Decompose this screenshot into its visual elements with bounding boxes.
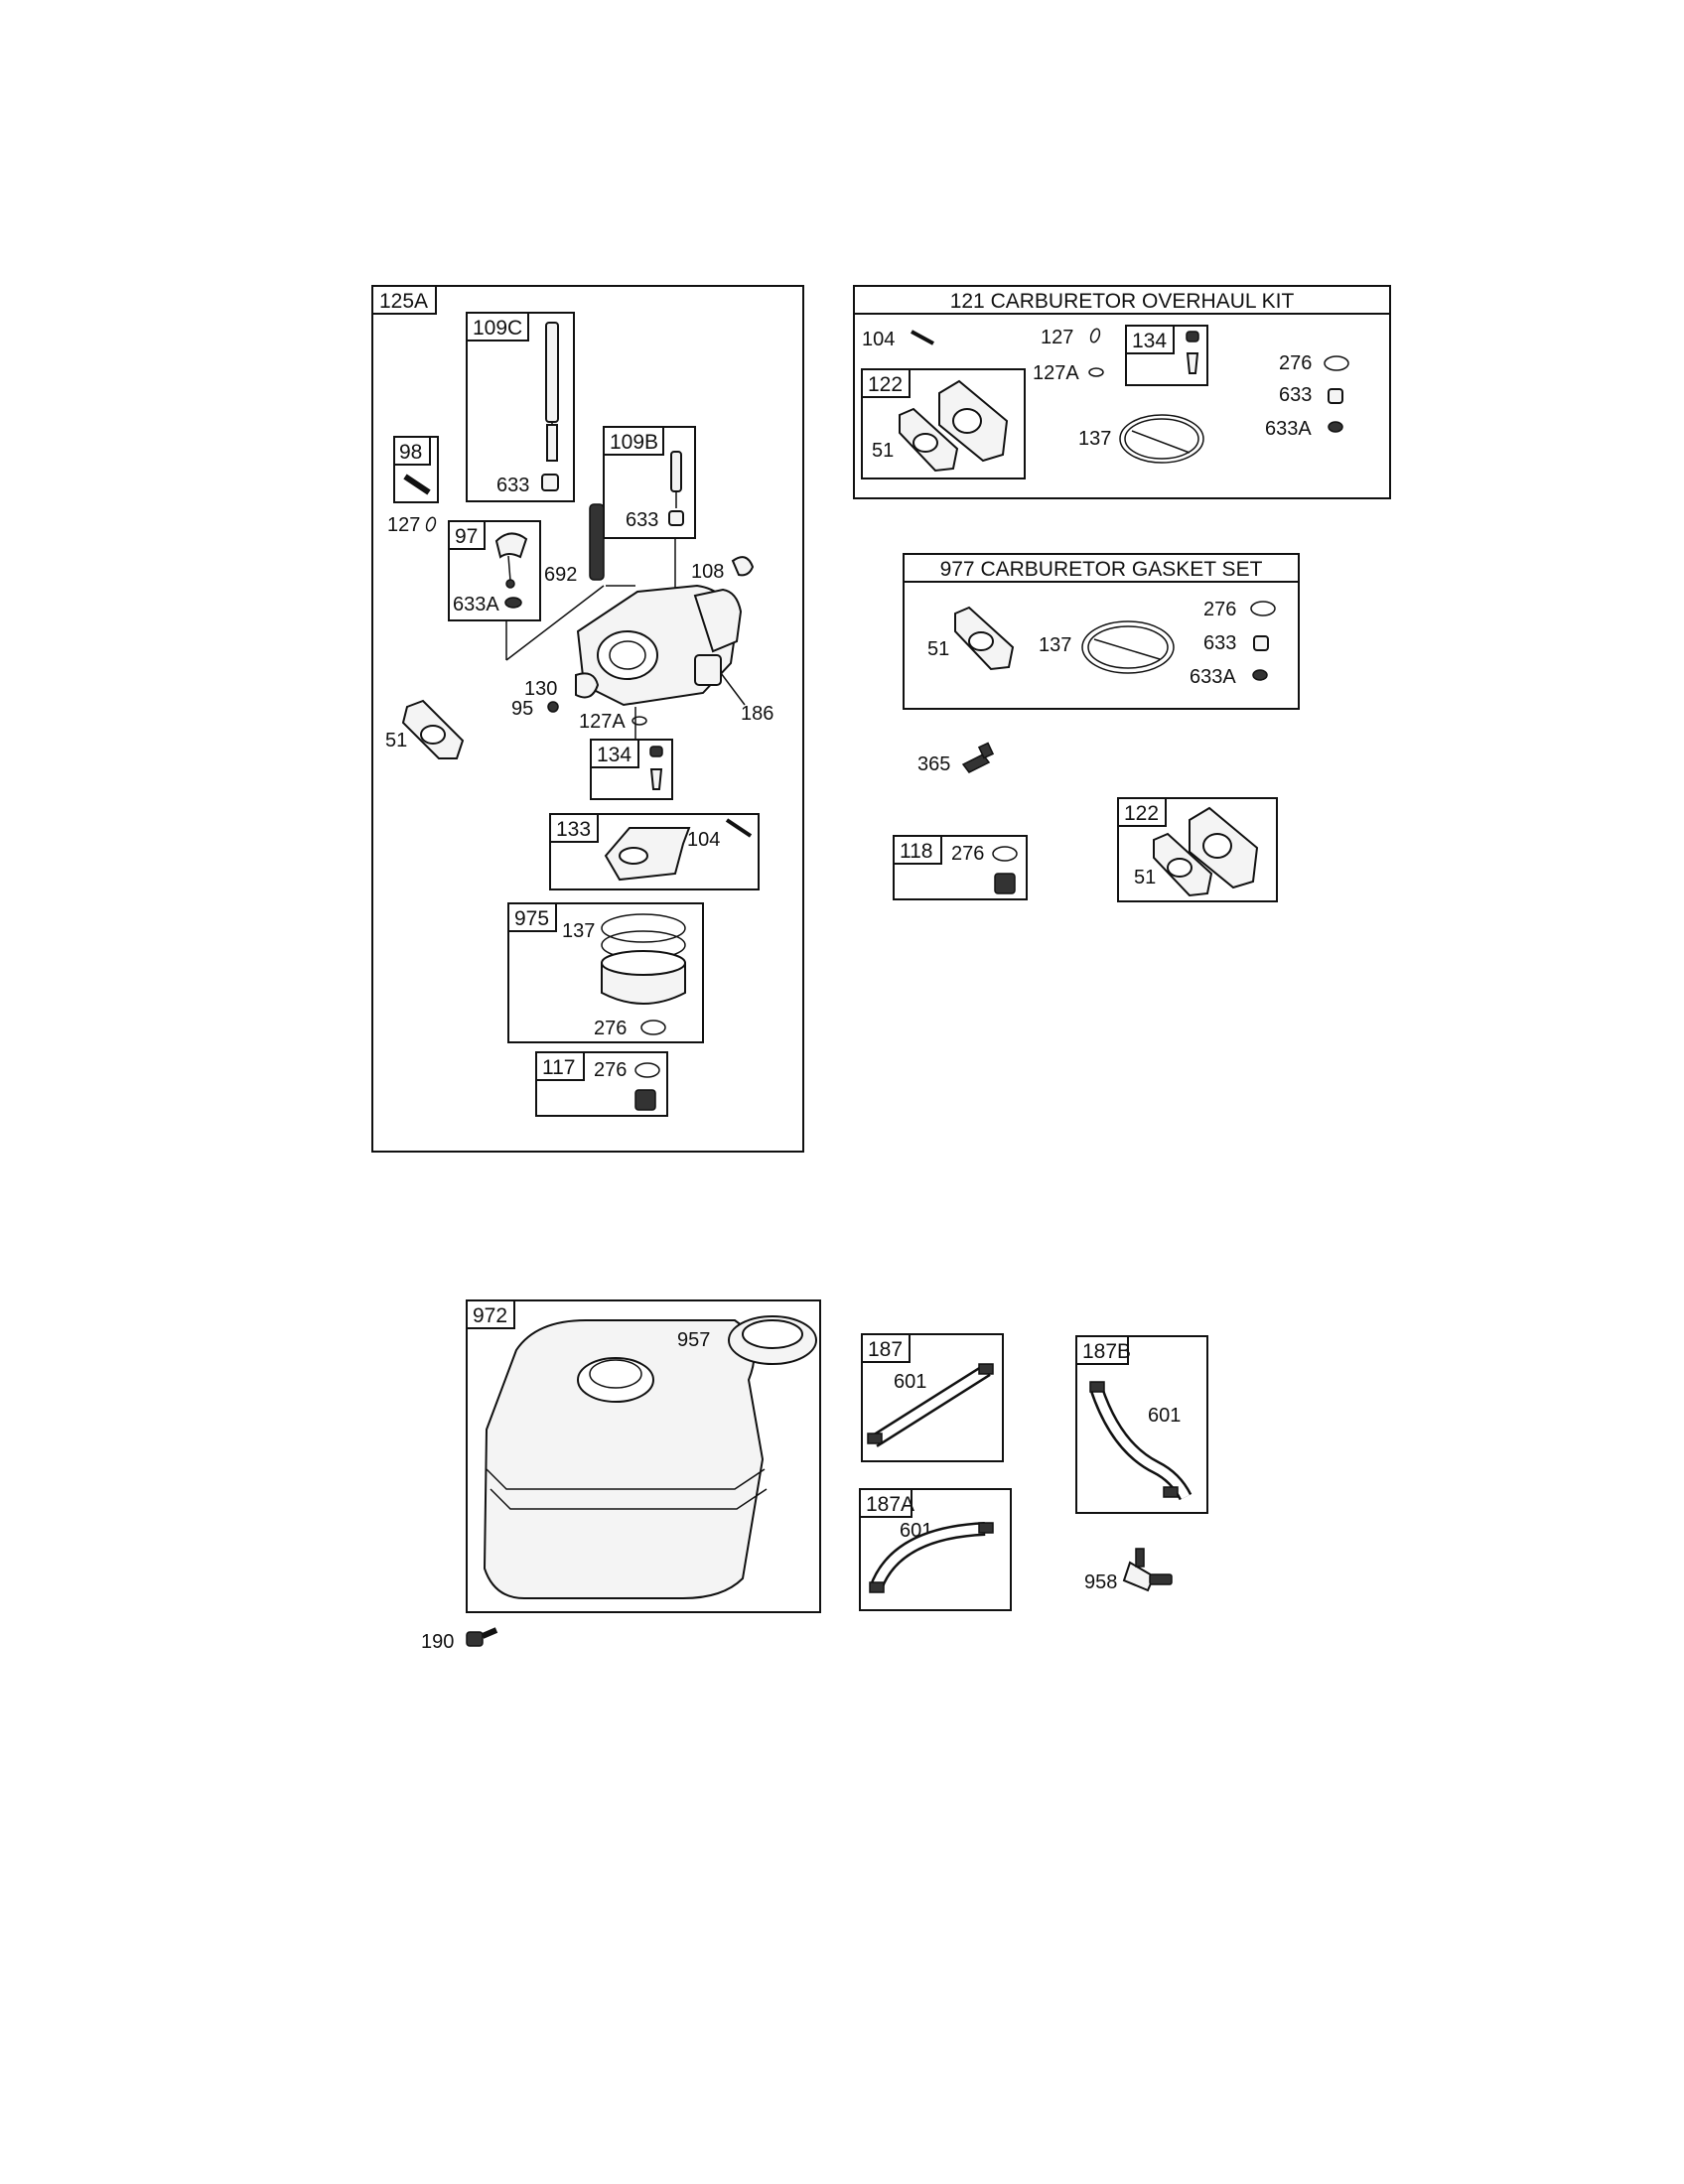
needle-kit-134-125a: 134	[590, 739, 673, 800]
spacer-kit-122: 122 51	[1117, 797, 1278, 902]
gasket-set-ring-label: 137	[1039, 634, 1071, 656]
overhaul-seal-a-label: 633A	[1265, 418, 1312, 440]
clip-108-label: 108	[691, 561, 724, 583]
overhaul-washer-label: 276	[1279, 352, 1312, 374]
float-kit-133: 133 104	[549, 813, 760, 890]
screw-95-label: 95	[511, 698, 533, 720]
link-kit-98-label: 98	[399, 441, 422, 464]
overhaul-seat-label: 127A	[1033, 362, 1079, 384]
carburetor-body-assembly: 692 108 186 130 95 127A	[505, 503, 773, 740]
overhaul-ring-label: 137	[1078, 428, 1111, 450]
float-kit-133-label: 133	[556, 818, 591, 841]
fuel-line-187-label: 187	[868, 1338, 903, 1361]
gasket-set-seal-a-label: 633A	[1190, 666, 1236, 688]
fuel-line-kit-187a: 187A 601	[859, 1488, 1012, 1611]
link-kit-98: 98 127	[387, 436, 439, 536]
overhaul-clip-label: 127	[1041, 327, 1073, 348]
bowl-kit-975: 975 137 276	[507, 902, 704, 1043]
valve-958: 958	[1084, 1548, 1173, 1593]
nut-kit-117: 117 276	[535, 1051, 668, 1117]
link-clip-label: 127	[387, 514, 420, 536]
nut-117-washer-label: 276	[594, 1059, 627, 1081]
nut-kit-117-label: 117	[542, 1056, 575, 1079]
fuel-line-187b-label: 187B	[1082, 1340, 1131, 1363]
nut-kit-118-label: 118	[900, 840, 932, 863]
spacer-kit-122-label: 122	[1124, 802, 1159, 825]
kit-125a-label: 125A	[379, 290, 428, 313]
primer-kit-109b-label: 109B	[610, 431, 658, 454]
lever-130-label: 130	[524, 678, 557, 700]
primer-109b-seal-label: 633	[626, 509, 658, 531]
gasket-set-title: 977 CARBURETOR GASKET SET	[940, 558, 1263, 581]
kit-125a-frame: 125A	[371, 285, 804, 1153]
fuel-line-187a-label: 187A	[866, 1493, 914, 1516]
choke-seal-label: 633A	[453, 594, 499, 615]
choke-kit-97: 97 633A	[448, 520, 541, 621]
fuel-line-kit-187b: 187B 601	[1075, 1335, 1208, 1514]
overhaul-spacer-gasket-label: 51	[872, 440, 894, 462]
primer-kit-109c: 109C 633	[466, 312, 575, 502]
overhaul-kit-121: 121 CARBURETOR OVERHAUL KIT 104 127 127A…	[853, 285, 1391, 499]
bolt-190-label: 190	[421, 1631, 454, 1653]
tank-kit-972-label: 972	[473, 1304, 507, 1327]
primer-kit-109b: 109B 633	[603, 426, 696, 539]
float-pin-label: 104	[687, 829, 720, 851]
carb-body-label: 186	[741, 703, 773, 725]
nut-kit-118: 118 276	[893, 835, 1028, 900]
gasket-51-125a-label: 51	[385, 730, 407, 751]
primer-kit-109c-label: 109C	[473, 317, 522, 340]
bowl-washer-label: 276	[594, 1018, 627, 1039]
nut-118-washer-label: 276	[951, 843, 984, 865]
spacer-kit-122-gasket-label: 51	[1134, 867, 1156, 888]
fuel-line-187b-clamp-label: 601	[1148, 1405, 1181, 1427]
screw-365-label: 365	[917, 753, 950, 775]
tank-cap-label: 957	[677, 1329, 710, 1351]
tank-kit-972: 972 957	[466, 1299, 821, 1613]
gasket-set-seal-label: 633	[1203, 632, 1236, 654]
choke-kit-97-label: 97	[455, 525, 478, 548]
overhaul-pin-label: 104	[862, 329, 895, 350]
needle-kit-134-125a-label: 134	[597, 744, 632, 766]
fuel-line-kit-187: 187 601	[861, 1333, 1004, 1462]
spring-label: 692	[544, 564, 577, 586]
bolt-190: 190	[421, 1627, 498, 1653]
primer-109c-seal-label: 633	[496, 475, 529, 496]
overhaul-needle-kit-label: 134	[1132, 330, 1167, 352]
gasket-set-977: 977 CARBURETOR GASKET SET 51 137 276 633…	[903, 553, 1300, 710]
gasket-set-washer-label: 276	[1203, 599, 1236, 620]
gasket-51-125a: 51	[385, 699, 465, 759]
valve-958-label: 958	[1084, 1571, 1117, 1593]
fuel-line-187-clamp-label: 601	[894, 1371, 926, 1393]
overhaul-kit-title: 121 CARBURETOR OVERHAUL KIT	[950, 290, 1295, 313]
seat-127a-label: 127A	[579, 711, 626, 733]
bowl-ring-label: 137	[562, 920, 595, 942]
overhaul-seal-label: 633	[1279, 384, 1312, 406]
gasket-set-gasket-label: 51	[927, 638, 949, 660]
bowl-kit-975-label: 975	[514, 907, 549, 930]
screw-365: 365	[917, 742, 995, 775]
overhaul-spacer-kit-label: 122	[868, 373, 903, 396]
